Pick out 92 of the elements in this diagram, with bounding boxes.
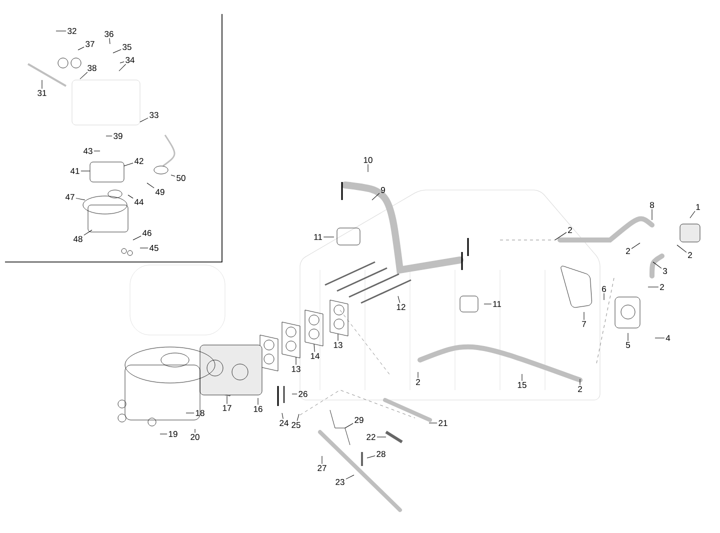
callout-number: 49 [155, 189, 164, 195]
callout-number: 6 [602, 286, 606, 292]
callout-number: 2 [660, 284, 664, 290]
callout-number: 39 [114, 133, 122, 139]
callout-number: 31 [38, 90, 46, 96]
callout-number: 1 [696, 204, 700, 210]
leader-line [118, 64, 126, 72]
callout-number: 14 [310, 353, 320, 359]
callout-number: 38 [88, 65, 96, 71]
leader-line [314, 344, 315, 352]
leader-line [226, 396, 228, 404]
callout-number: 21 [438, 420, 448, 426]
callout-number: 3 [662, 268, 667, 274]
leader-line [648, 286, 659, 288]
callout-number: 12 [396, 304, 406, 310]
leader-line [323, 236, 334, 238]
leader-line [346, 474, 354, 480]
callout-number: 48 [73, 236, 82, 242]
callout-number: 2 [568, 227, 572, 233]
callout-number: 13 [334, 342, 342, 348]
callout-number: 50 [176, 175, 186, 181]
callout-number: 9 [381, 187, 385, 193]
callout-number: 44 [134, 199, 144, 205]
leader-line [376, 436, 386, 438]
callout-number: 2 [626, 248, 630, 254]
leader-line [296, 414, 300, 422]
callout-number: 7 [582, 321, 586, 327]
leader-line [56, 30, 66, 32]
leader-line [109, 38, 110, 44]
callout-number: 32 [68, 28, 76, 34]
leader-line [78, 46, 84, 50]
leader-line [94, 150, 100, 152]
callout-number: 25 [292, 422, 300, 428]
callout-number: 29 [354, 417, 364, 423]
callout-number: 26 [298, 391, 308, 397]
leader-line [80, 72, 88, 80]
leader-line [631, 242, 640, 249]
leader-line [124, 162, 134, 166]
leader-line [120, 62, 124, 64]
callout-number: 2 [416, 379, 420, 385]
leader-line [128, 194, 134, 198]
callout-number: 20 [190, 434, 200, 440]
leader-line [690, 210, 696, 218]
leader-line [676, 244, 687, 252]
callout-number: 13 [292, 366, 300, 372]
callout-number: 15 [518, 382, 526, 388]
leader-line [140, 118, 148, 122]
callout-number: 8 [650, 202, 654, 208]
leader-line [112, 49, 122, 54]
callout-number: 10 [364, 157, 372, 163]
leader-line [366, 455, 376, 458]
leader-line [652, 262, 662, 269]
callout-number: 11 [314, 234, 322, 240]
callout-number: 5 [626, 342, 630, 348]
leader-line [146, 182, 154, 188]
leader-line [84, 230, 92, 236]
callout-number: 2 [688, 252, 692, 258]
callout-number: 27 [318, 465, 326, 471]
leader-line [80, 170, 90, 172]
callout-number: 34 [126, 57, 134, 63]
callout-number: 35 [122, 44, 132, 50]
leader-line [194, 428, 196, 434]
leader-line [170, 174, 176, 176]
callout-number: 4 [666, 335, 670, 341]
leader-line [554, 232, 567, 240]
callout-number: 17 [222, 405, 232, 411]
callout-number: 42 [134, 158, 144, 164]
leader-line [344, 423, 354, 428]
leader-line [132, 236, 142, 240]
leader-line [372, 193, 380, 200]
callout-number: 24 [280, 420, 288, 426]
callout-number: 37 [86, 41, 94, 47]
callout-number: 33 [150, 112, 158, 118]
leader-line [428, 422, 438, 424]
callout-number: 45 [149, 245, 158, 251]
callout-number: 41 [70, 168, 80, 174]
leader-line [186, 412, 194, 414]
callout-number: 22 [366, 434, 376, 440]
callout-number: 46 [142, 230, 152, 236]
leader-line [282, 412, 284, 420]
callout-number: 16 [254, 406, 262, 412]
callout-number: 47 [65, 194, 74, 200]
callout-number: 36 [104, 31, 114, 37]
callout-number: 28 [376, 451, 386, 457]
callout-number: 43 [83, 148, 92, 154]
callout-number: 2 [578, 386, 582, 392]
callout-number: 18 [196, 410, 204, 416]
callout-number: 23 [336, 479, 344, 485]
callout-number: 19 [168, 431, 178, 437]
callout-number: 11 [493, 301, 501, 307]
leader-line [398, 296, 400, 304]
leader-line [76, 198, 86, 200]
